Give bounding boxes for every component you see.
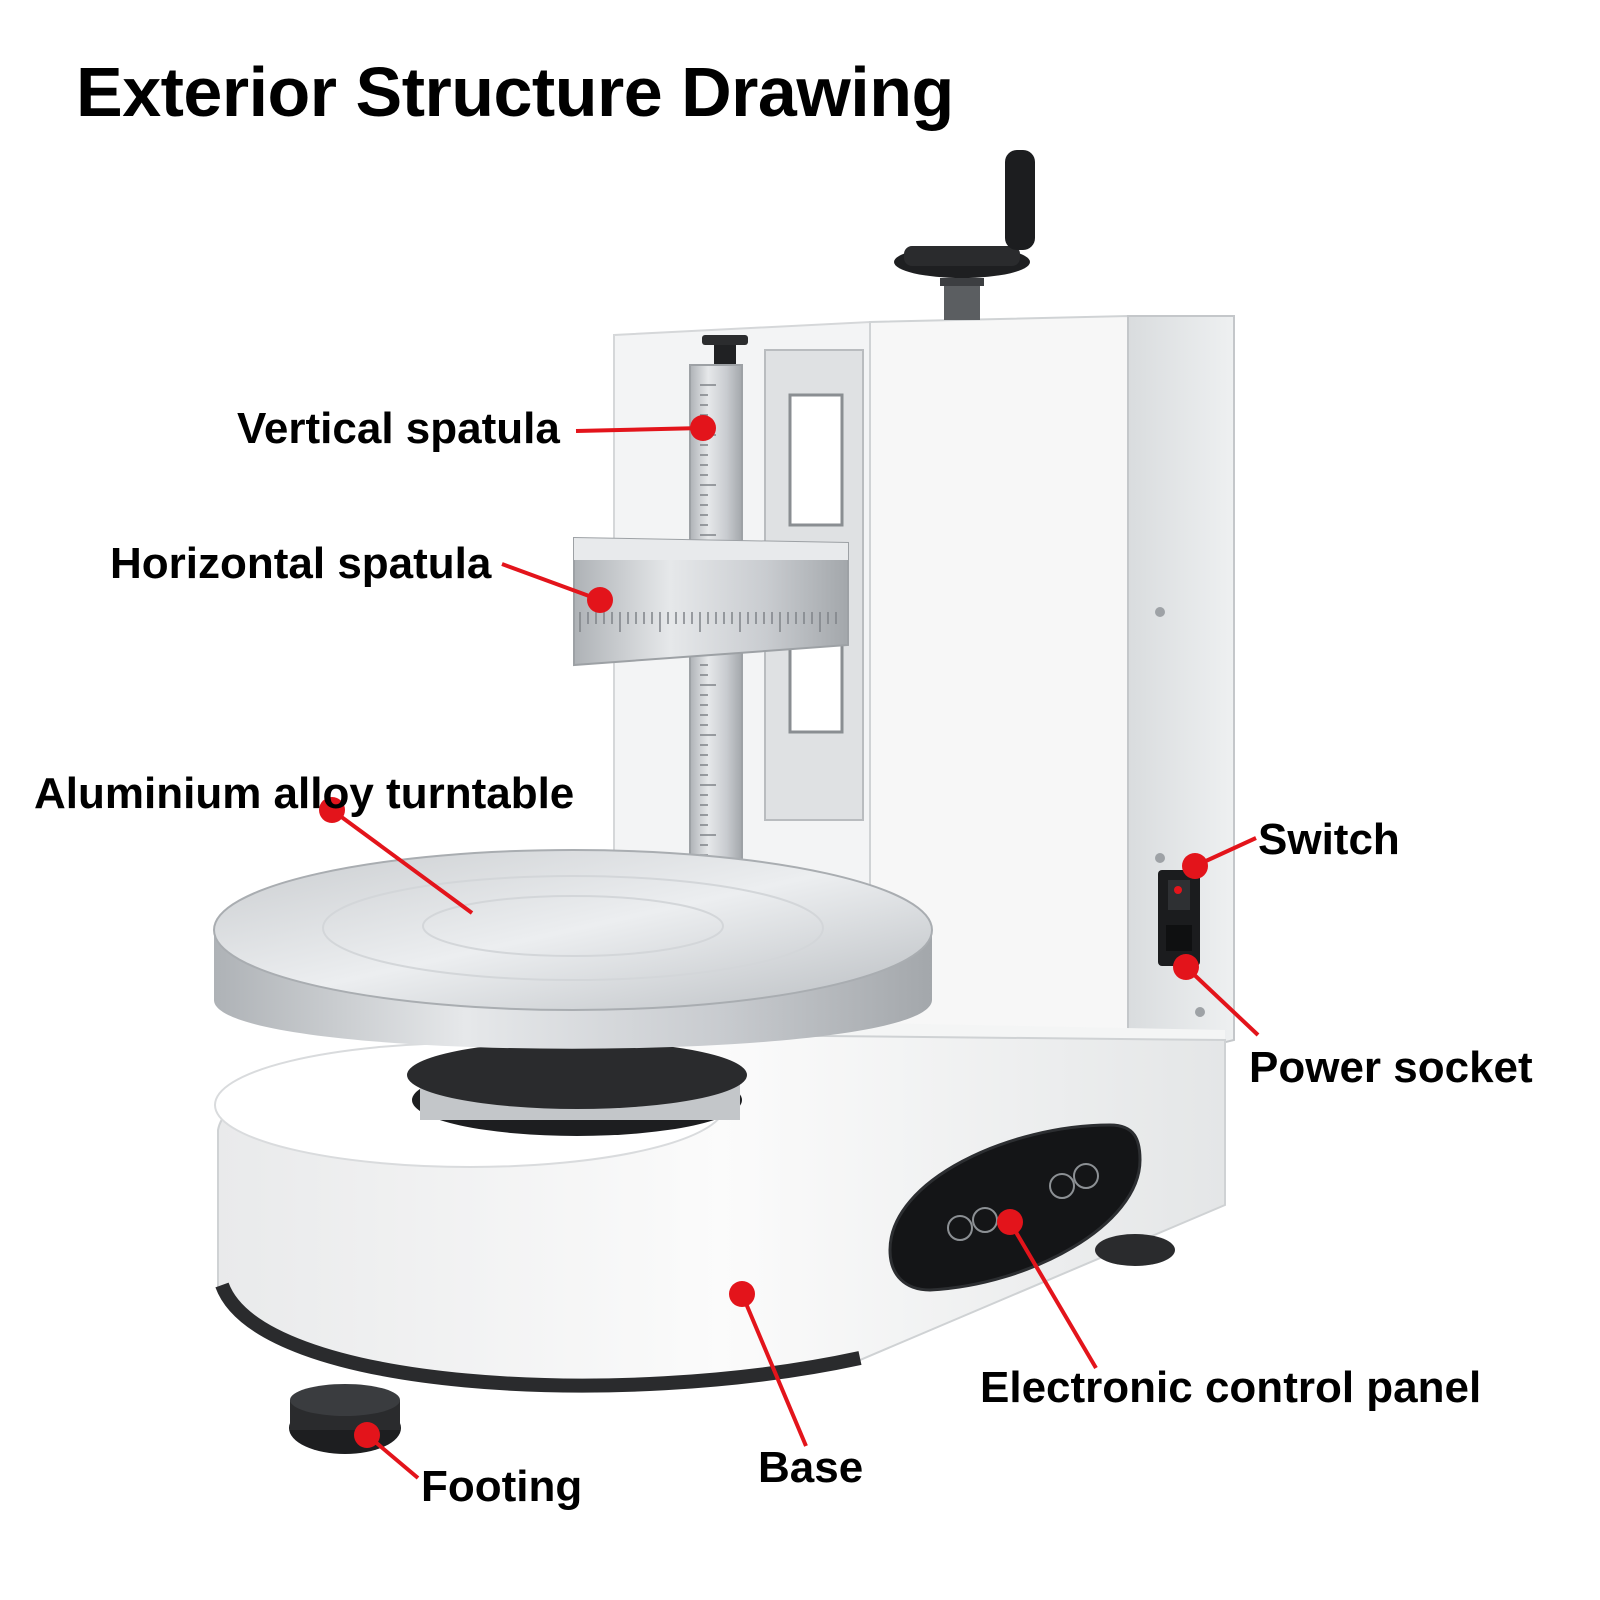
callout-dot-switch <box>1182 853 1208 879</box>
label-vertical-spatula: Vertical spatula <box>237 404 560 453</box>
label-control-panel: Electronic control panel <box>980 1363 1482 1412</box>
horizontal-spatula-graphic <box>573 536 849 667</box>
callout-dot-vertical-spatula <box>690 415 716 441</box>
callout-line-base <box>740 1293 808 1447</box>
callout-dot-horizontal-spatula <box>587 587 613 613</box>
callout-dot-power-socket <box>1173 954 1199 980</box>
callout-line-turntable <box>330 808 474 915</box>
label-base: Base <box>758 1443 864 1492</box>
diagram-title: Exterior Structure Drawing <box>76 53 954 131</box>
callout-lines <box>319 415 1260 1480</box>
callout-dot-footing <box>354 1422 380 1448</box>
main-column <box>869 314 1235 1068</box>
label-footing: Footing <box>421 1462 583 1511</box>
callout-line-control-panel <box>1008 1220 1098 1370</box>
callout-line-power-socket <box>1184 965 1260 1037</box>
crank-handle <box>894 150 1035 320</box>
label-switch: Switch <box>1258 815 1400 864</box>
callout-dot-base <box>729 1281 755 1307</box>
turntable-graphic <box>213 849 933 1136</box>
label-power-socket: Power socket <box>1249 1043 1533 1092</box>
machine-base <box>214 1020 1226 1454</box>
callout-line-horizontal-spatula <box>501 562 601 602</box>
switch-socket-panel <box>1158 870 1200 966</box>
callout-line-vertical-spatula <box>575 426 704 433</box>
label-horizontal-spatula: Horizontal spatula <box>110 539 492 588</box>
callout-dot-control-panel <box>997 1209 1023 1235</box>
label-turntable: Aluminium alloy turntable <box>34 769 575 818</box>
control-panel-graphic <box>888 1123 1142 1292</box>
callout-dot-turntable <box>319 797 345 823</box>
